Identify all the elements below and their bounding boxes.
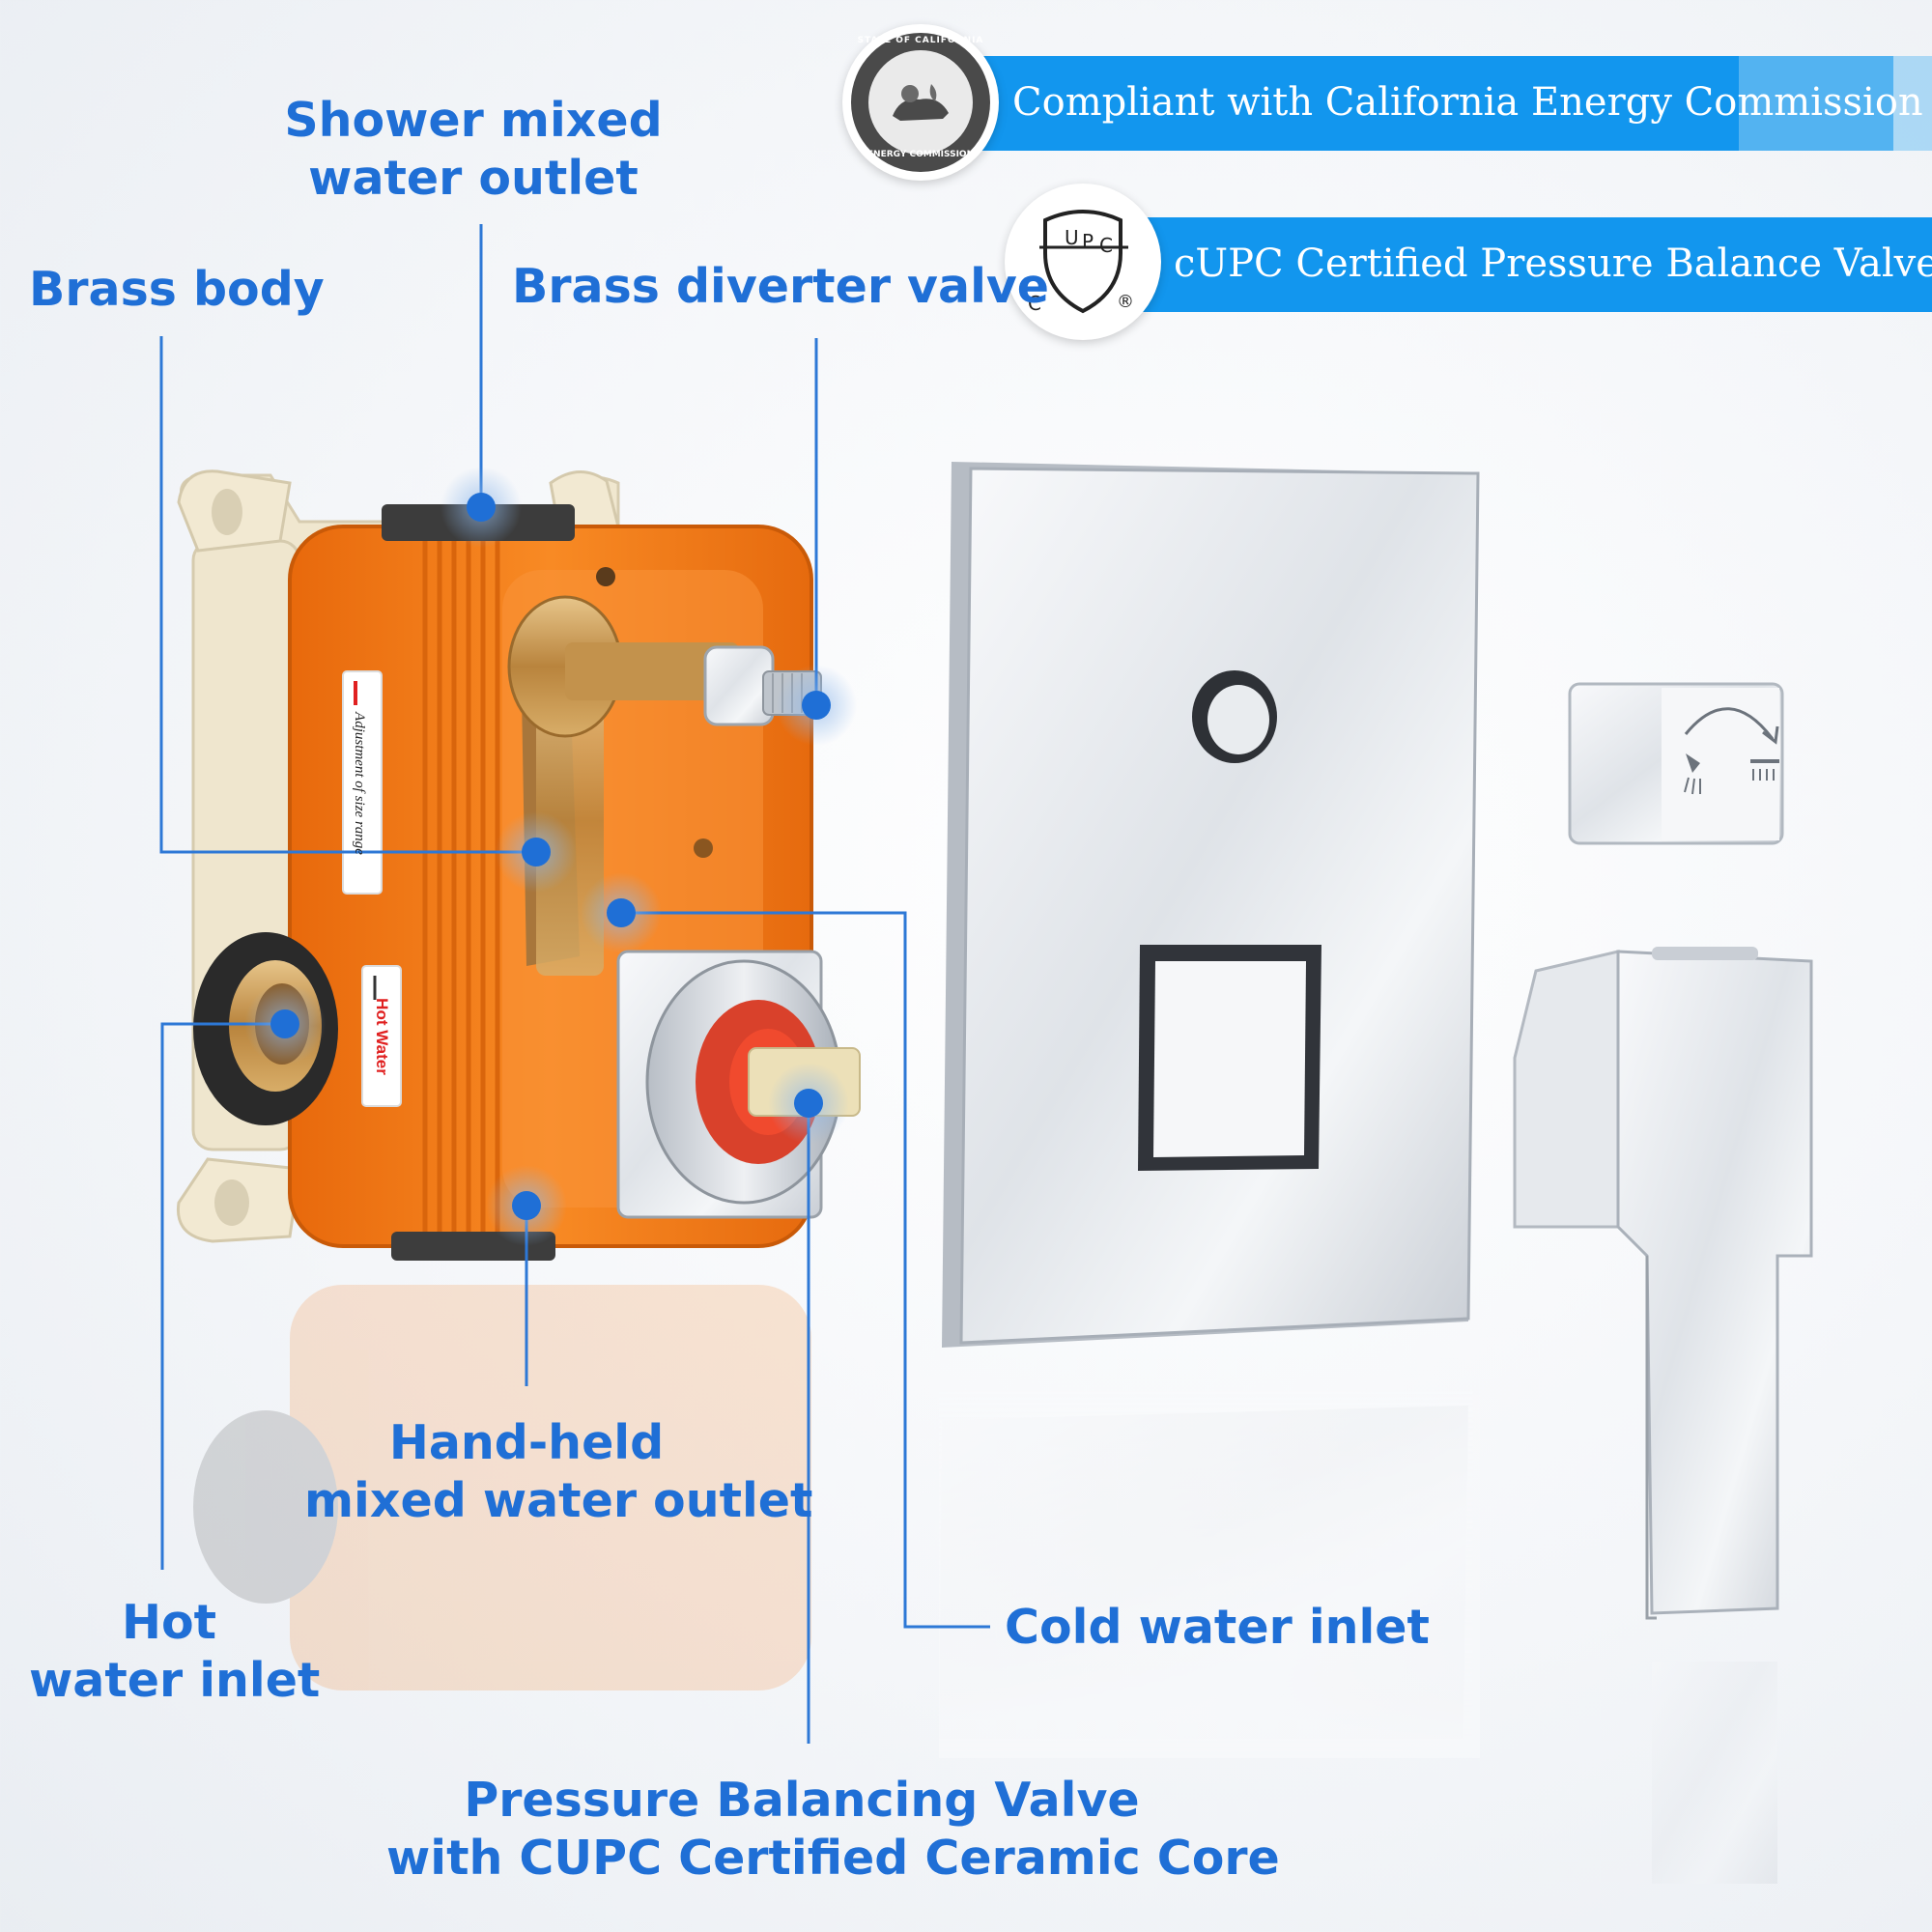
lever-handle bbox=[1513, 947, 1813, 1620]
seal-text-bottom: ENERGY COMMISSION bbox=[867, 150, 975, 159]
hot-water-label: Hot Water bbox=[373, 998, 391, 1075]
cupc-letter-p: P bbox=[1082, 230, 1094, 253]
dot-pressure bbox=[794, 1089, 823, 1118]
dot-diverter bbox=[802, 691, 831, 720]
diverter-valve-label: Brass diverter valve bbox=[512, 259, 1050, 314]
seal-text-top: STATE OF CALIFORNIA bbox=[857, 36, 984, 45]
seal-flame-icon bbox=[929, 84, 937, 101]
dot-brass-body bbox=[522, 838, 551, 867]
trim-reflection bbox=[939, 1391, 1480, 1758]
cec-banner: Compliant with California Energy Commiss… bbox=[1012, 80, 1923, 125]
screw-2 bbox=[694, 838, 713, 858]
brass-body-label: Brass body bbox=[29, 262, 325, 317]
dot-handheld bbox=[512, 1191, 541, 1220]
cupc-banner-bg bbox=[1111, 217, 1932, 312]
cupc-banner: cUPC Certified Pressure Balance Valve bbox=[1174, 242, 1932, 286]
cupc-letter-small-c: C bbox=[1028, 292, 1041, 315]
dot-cold-inlet bbox=[607, 898, 636, 927]
leader-brass-body bbox=[159, 336, 534, 854]
dot-shower-outlet bbox=[467, 493, 496, 522]
diverter-shaft bbox=[565, 642, 739, 700]
callout-dots bbox=[244, 467, 857, 1246]
seal-bear-icon bbox=[893, 99, 949, 121]
leader-cold-inlet bbox=[623, 911, 990, 1629]
cupc-letter-u: U bbox=[1065, 226, 1079, 249]
cupc-letter-c: C bbox=[1099, 234, 1113, 257]
screw bbox=[596, 567, 615, 586]
leader-lines bbox=[159, 224, 990, 1744]
diverter-knob bbox=[1568, 682, 1784, 845]
plaster-guard-ribs bbox=[422, 541, 500, 1232]
trim-plate bbox=[942, 462, 1480, 1348]
cold-inlet-label: Cold water inlet bbox=[1005, 1600, 1430, 1655]
valve-reflection bbox=[193, 1285, 811, 1690]
handle-reflection bbox=[1652, 1662, 1777, 1884]
cupc-registered-mark: ® bbox=[1117, 292, 1134, 312]
handshower-icon bbox=[1686, 753, 1700, 773]
leader-hot-inlet bbox=[160, 1022, 282, 1570]
cec-seal: STATE OF CALIFORNIA ENERGY COMMISSION bbox=[842, 24, 999, 181]
size-range-sticker bbox=[342, 670, 383, 895]
cupc-logo: U P C C ® bbox=[1005, 184, 1161, 340]
dot-hot-inlet bbox=[270, 1009, 299, 1038]
hot-water-sticker bbox=[361, 965, 402, 1107]
size-range-label: Adjustment of size range bbox=[352, 712, 367, 855]
